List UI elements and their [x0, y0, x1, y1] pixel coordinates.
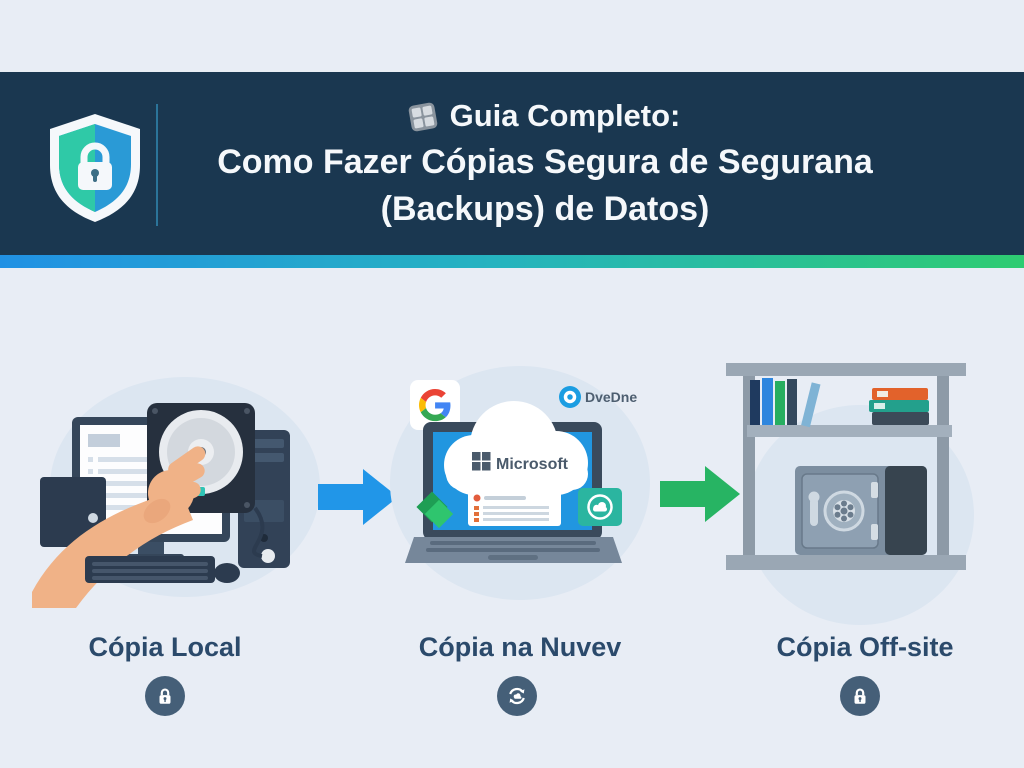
cable [252, 506, 265, 558]
step-label-cloud: Cópia na Nuvev [418, 632, 622, 662]
title-line-2: Como Fazer Cópias Segura de Segurana [217, 143, 873, 181]
google-logo-icon [410, 380, 460, 430]
hinge-bottom [871, 524, 878, 540]
hinge-top [871, 482, 878, 498]
combination-dial [823, 490, 865, 532]
step-label-offsite: Cópia Off-site [776, 632, 954, 662]
shield-lock-icon [50, 114, 140, 222]
title-line-3: (Backups) de Datos) [380, 190, 710, 228]
accent-gradient-bar [0, 255, 1024, 268]
offsite-backup-illustration [726, 363, 974, 625]
arrow-right-icon [318, 469, 398, 525]
header-banner: Guia Completo: Como Fazer Cópias Segura … [0, 72, 1024, 255]
document-card [468, 490, 561, 526]
cloud-backup-illustration: DveDne Microsoft [390, 366, 650, 600]
grid-icon [407, 101, 438, 133]
svg-text:Microsoft: Microsoft [496, 456, 569, 473]
books-stacked [869, 388, 929, 425]
safe-vault [795, 466, 927, 555]
keyboard [85, 556, 215, 583]
handle [810, 498, 818, 526]
teal-cloud-card-icon [578, 488, 622, 526]
lock-glyph [78, 142, 112, 190]
books-standing [750, 378, 821, 428]
lock-icon [159, 688, 171, 704]
microsoft-logo [472, 452, 491, 471]
step-label-local: Cópia Local [88, 632, 242, 662]
svg-text:DveDne: DveDne [585, 389, 637, 405]
mouse [214, 563, 240, 583]
local-backup-illustration [32, 377, 320, 608]
hand [32, 446, 206, 608]
lock-badge [145, 676, 185, 716]
sync-icon [509, 687, 525, 705]
onedrive-logo: DveDne [559, 386, 637, 408]
arrow-right-icon [660, 466, 740, 522]
page-title: Guia Completo: Como Fazer Cópias Segura … [150, 92, 940, 233]
header-divider [156, 104, 158, 226]
lock-badge [840, 676, 880, 716]
lock-icon [854, 688, 866, 704]
cloud-microsoft: Microsoft [444, 401, 588, 495]
sync-badge [497, 676, 537, 716]
title-line-1: Guia Completo: [150, 92, 940, 139]
